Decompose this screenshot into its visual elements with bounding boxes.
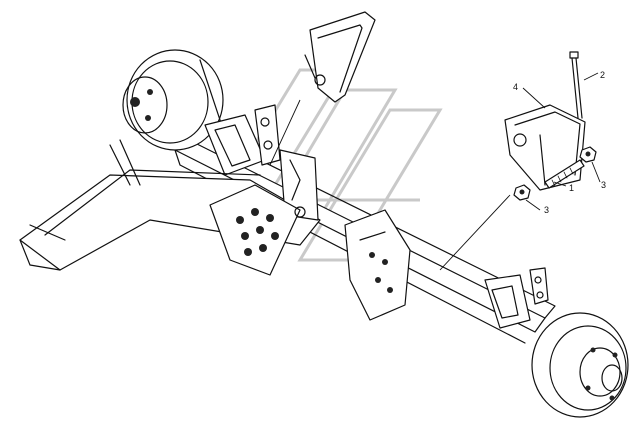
part-3-nut-right — [579, 146, 597, 163]
callout-3-right: 3 — [601, 180, 606, 190]
part-1-stud — [544, 159, 585, 189]
exploded-bracket-upper — [269, 11, 376, 166]
left-brake-drum — [122, 49, 231, 151]
left-spring-seat — [204, 104, 281, 176]
callouts: 4 2 1 3 3 — [513, 70, 606, 215]
center-mounting-plate — [209, 184, 306, 276]
callout-3-left: 3 — [544, 205, 549, 215]
install-line — [439, 194, 511, 271]
part-2-bolt — [569, 51, 583, 119]
plate-holes — [236, 208, 279, 256]
right-spring-seat — [484, 267, 549, 329]
right-vertical-plate — [344, 209, 411, 321]
right-brake-drum — [531, 312, 629, 418]
callout-2: 2 — [600, 70, 605, 80]
part-3-nut-left — [513, 184, 531, 201]
leader-lines — [522, 72, 601, 211]
callout-1: 1 — [569, 183, 574, 193]
part-4-bracket — [504, 104, 586, 191]
callout-4: 4 — [513, 82, 518, 92]
